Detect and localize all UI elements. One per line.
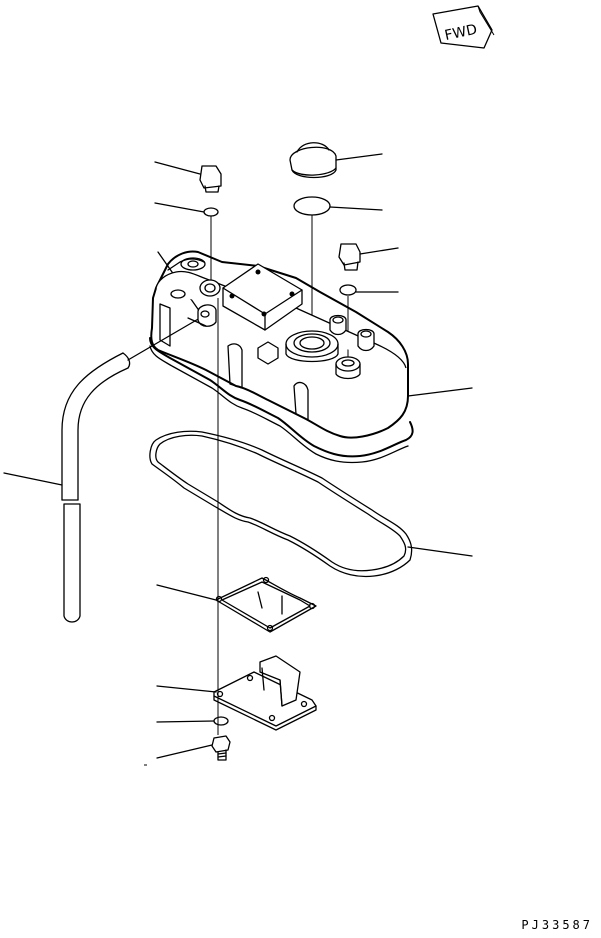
plate-bolt <box>156 735 231 761</box>
lock-washer <box>156 716 229 726</box>
leader-line <box>359 247 399 255</box>
leader-line <box>156 685 217 693</box>
fwd-label: FWD <box>443 22 478 44</box>
leader-line <box>154 202 205 213</box>
leader-line <box>329 206 383 211</box>
leader-line <box>335 153 383 161</box>
baffle-plate <box>156 655 317 731</box>
leader-line <box>156 720 215 723</box>
leader-line <box>156 584 217 601</box>
fwd-arrow-badge: FWD <box>432 5 495 49</box>
hose-connection-line <box>127 317 201 361</box>
breather-hose <box>3 352 131 623</box>
head-cover-gasket <box>149 430 473 578</box>
head-cover <box>149 250 473 464</box>
cover-bolt-left <box>154 161 222 193</box>
leader-line <box>156 744 213 759</box>
leader-line <box>3 472 63 486</box>
cover-bolt-right <box>338 243 399 271</box>
leader-line <box>154 161 201 175</box>
leader-line <box>407 546 473 557</box>
seal-washer-left <box>154 202 219 280</box>
leader-line <box>407 387 473 397</box>
diagram-code-label: PJ33587 <box>521 918 593 932</box>
baffle-gasket <box>156 576 317 633</box>
oil-filler-cap <box>289 142 383 179</box>
